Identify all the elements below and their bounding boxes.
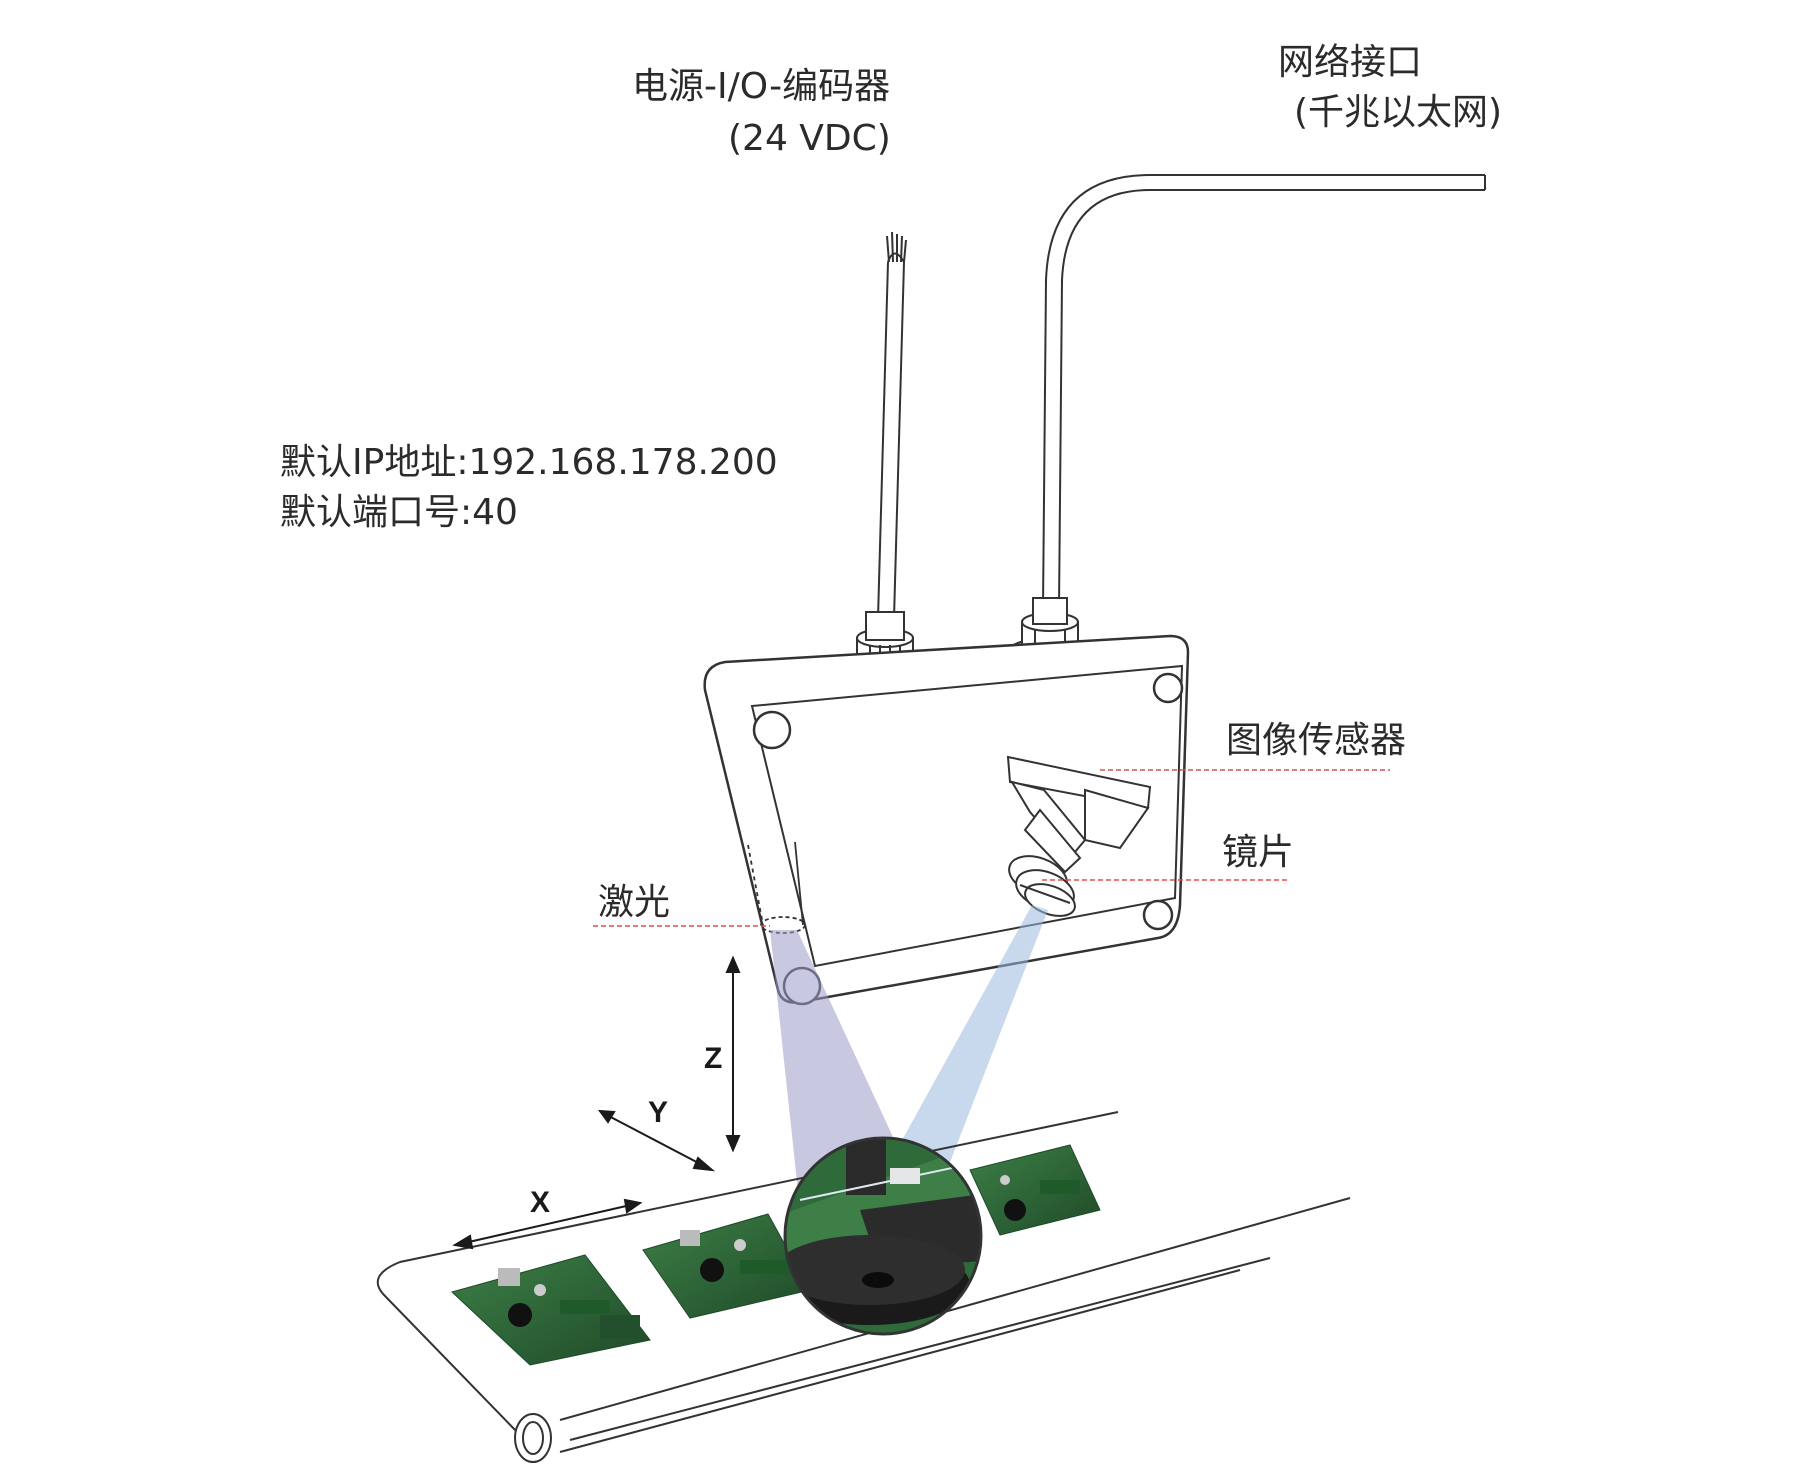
power-cable-wires-icon (886, 231, 907, 263)
z-axis-label: Z (704, 1042, 723, 1075)
x-axis-arrow (452, 1198, 643, 1250)
y-axis-label: Y (648, 1096, 669, 1129)
leader-lines (593, 769, 1390, 927)
y-axis-arrow (597, 1109, 716, 1172)
image-sensor-label: 图像传感器 (1226, 720, 1407, 761)
laser-label: 激光 (598, 882, 671, 923)
x-axis-label: X (530, 1186, 551, 1219)
z-axis-arrow (725, 955, 741, 1153)
network-speed-label: (千兆以太网) (1294, 92, 1503, 133)
camera-field-of-view (880, 905, 1048, 1180)
pcb-board-2 (642, 1213, 811, 1319)
network-label: 网络接口 (1278, 42, 1423, 83)
power-cable (877, 252, 905, 619)
conveyor-belt (376, 1111, 1351, 1463)
power-voltage-label: (24 VDC) (728, 118, 891, 159)
power-io-label: 电源-I/O-编码器 (632, 66, 891, 107)
zoom-inset (783, 1136, 983, 1336)
image-sensor-icon (1006, 755, 1152, 874)
default-port-label: 默认端口号:40 (280, 492, 518, 533)
network-cable (1042, 174, 1486, 609)
pcb-board-1 (451, 1254, 651, 1366)
default-ip-label: 默认IP地址:192.168.178.200 (280, 442, 778, 483)
pcb-board-3 (969, 1144, 1101, 1236)
lens-label: 镜片 (1222, 832, 1295, 873)
